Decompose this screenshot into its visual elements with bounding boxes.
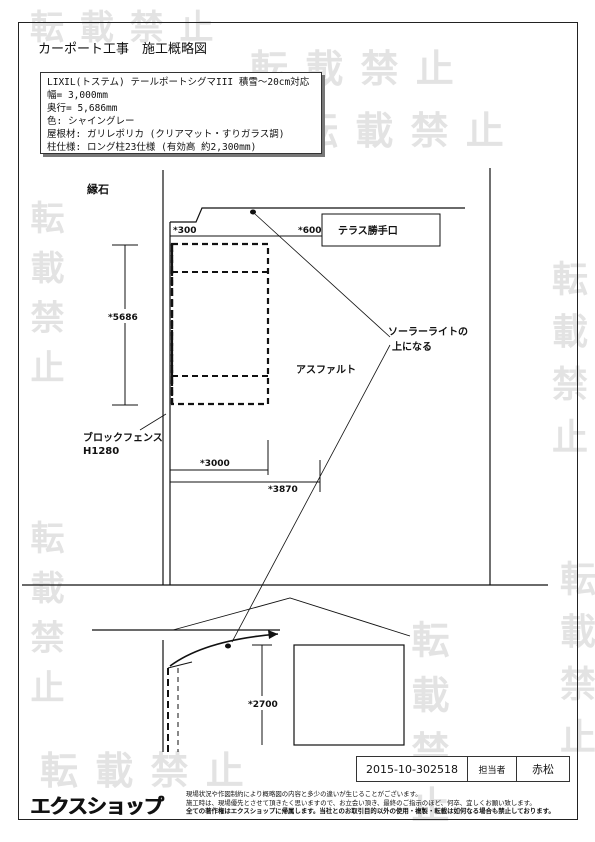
doc-info-box: 2015-10-302518 担当者 赤松 bbox=[356, 756, 570, 782]
curb-label: 縁石 bbox=[87, 182, 109, 196]
watermark: 転 載 禁 止 bbox=[24, 200, 64, 386]
elevation-roof-line bbox=[172, 597, 411, 637]
solar-label: ソーラーライトの bbox=[388, 326, 468, 338]
dim-600-label: *600 bbox=[298, 226, 322, 236]
footer-note: 施工時は、現場優先とさせて頂きたく思いますので、お立会い頂き、最終のご指示のほど… bbox=[186, 798, 536, 807]
dim-2700-label: *2700 bbox=[248, 700, 278, 710]
elevation-solar-light bbox=[225, 643, 231, 649]
watermark: 転 載 禁 止 bbox=[300, 109, 506, 153]
carport-outline bbox=[170, 242, 270, 406]
solar-label: 上になる bbox=[392, 340, 432, 353]
watermark: 転 載 禁 止 bbox=[405, 620, 449, 826]
company-logo: エクスショップ bbox=[30, 794, 163, 818]
dim-3870-label: *3870 bbox=[268, 485, 298, 495]
footer-notes: 現場状況や作図制約により概略図の内容と多少の違いが生じることがございます。 施工… bbox=[186, 790, 566, 816]
spec-line: 色: シャイングレー bbox=[47, 116, 135, 127]
watermark: 転 載 禁 止 bbox=[24, 520, 64, 706]
staff-name: 赤松 bbox=[532, 763, 554, 776]
house-outline bbox=[170, 207, 465, 223]
solar-leader bbox=[231, 344, 391, 643]
elevation-house bbox=[293, 644, 405, 746]
spec-line: 奥行= 5,686mm bbox=[47, 103, 118, 114]
spec-line: 幅= 3,000mm bbox=[47, 90, 108, 101]
watermark: 転 載 禁 止 bbox=[546, 260, 587, 456]
watermark: 転 載 禁 止 bbox=[30, 8, 216, 48]
dim-300-label: *300 bbox=[173, 226, 197, 236]
footer-note: 現場状況や作図制約により概略図の内容と多少の違いが生じることがございます。 bbox=[186, 790, 422, 798]
terrace-door-box bbox=[321, 213, 441, 247]
asphalt-label: アスファルト bbox=[296, 364, 356, 376]
solar-leader bbox=[254, 213, 391, 338]
spec-line: 柱仕様: ロング柱23仕様 (有効高 約2,300mm) bbox=[47, 142, 257, 153]
footer-note: 全ての著作権はエクスショップに帰属します。当社とのお取引目的以外の使用・複製・転… bbox=[186, 807, 555, 816]
elevation-carport-roof bbox=[169, 633, 279, 667]
watermark: 転 載 禁 止 bbox=[40, 749, 246, 793]
solar-light-marker bbox=[250, 209, 256, 215]
elevation-arrow bbox=[268, 630, 278, 639]
fence-label: ブロックフェンス bbox=[83, 431, 163, 444]
dim-5686-label: *5686 bbox=[108, 313, 138, 323]
page-title: カーポート工事 施工概略図 bbox=[38, 42, 208, 57]
page-frame bbox=[18, 22, 578, 820]
watermark: 転 載 禁 止 bbox=[554, 560, 595, 756]
fence-leader bbox=[139, 413, 167, 431]
doc-id: 2015-10-302518 bbox=[357, 757, 468, 781]
staff-label: 担当者 bbox=[468, 757, 517, 781]
spec-line: 屋根材: ガリレポリカ (クリアマット・すりガラス調) bbox=[47, 129, 285, 140]
spec-line: LIXIL(トステム) テールポートシグマIII 積雪～20cm対応 bbox=[47, 77, 310, 88]
spec-box: LIXIL(トステム) テールポートシグマIII 積雪～20cm対応 幅= 3,… bbox=[40, 72, 322, 154]
fence-label: H1280 bbox=[83, 446, 119, 457]
dim-3000-label: *3000 bbox=[200, 459, 230, 469]
terrace-door-label: テラス勝手口 bbox=[338, 224, 398, 237]
